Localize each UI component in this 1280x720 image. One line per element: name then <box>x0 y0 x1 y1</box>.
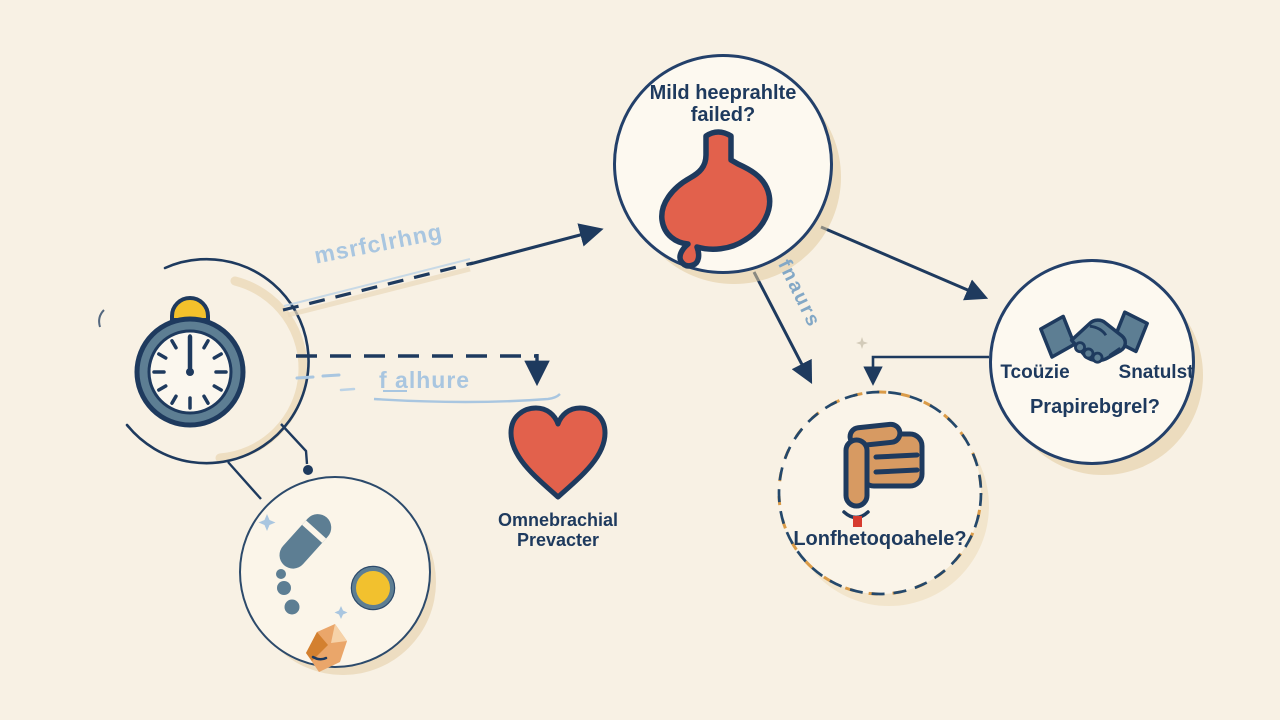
handshake-label-right: Snatulst <box>1118 362 1194 383</box>
connector-elbow <box>280 423 309 465</box>
blue-dash <box>295 375 315 380</box>
node-handshake: Tcoüzie Snatulst Prapirebgrel? <box>989 259 1195 465</box>
stopwatch-ring <box>125 257 310 465</box>
arrow-timer-to-stomach-head <box>469 223 604 266</box>
sparkle-icon <box>258 514 276 531</box>
hand-node-fill <box>779 392 981 594</box>
round-pill-icon <box>352 567 394 609</box>
pointing-hand-icon <box>842 421 925 527</box>
annotation-failure: f alhure <box>379 367 471 393</box>
sparkle-icon <box>334 606 348 619</box>
handshake-icon <box>1039 310 1149 364</box>
stomach-node-title: Mild heeprahlte failed? <box>624 82 822 126</box>
arrow-handshake-to-hand <box>863 355 989 386</box>
sketch-tick <box>98 309 105 328</box>
node-stomach: Mild heeprahlte failed? <box>613 54 833 274</box>
heart-label-line2: Prevacter <box>516 530 600 551</box>
arrow-stomach-to-hand <box>752 271 813 384</box>
heart-icon <box>508 405 608 500</box>
blue-dash <box>339 387 356 392</box>
connector-dot <box>303 465 313 475</box>
round-pill-outline <box>350 565 396 611</box>
blue-dash <box>321 373 341 378</box>
arrow-timer-to-stomach-dashed <box>282 261 474 312</box>
capsule-dot <box>277 581 291 595</box>
handshake-label-left: Tcoüzie <box>1000 362 1070 383</box>
hand-node-ring-dashed <box>777 390 983 596</box>
stomach-icon <box>659 129 773 269</box>
stomach-title-line2: failed? <box>690 103 756 126</box>
stopwatch-icon <box>134 296 246 428</box>
sparkle-icon <box>856 337 868 349</box>
arrow-shadow <box>287 266 471 318</box>
crumpled-paper-icon <box>306 624 347 672</box>
heart-node-label: Omnebrachial Prevacter <box>478 510 638 550</box>
pills-icon-group <box>258 514 396 672</box>
capsule-icon <box>279 514 332 569</box>
arrow-stomach-to-handshake <box>820 225 989 301</box>
connector-to-pills <box>227 461 262 500</box>
hand-node-label: Lonfhetoqoahele? <box>793 528 967 550</box>
heart-label-line1: Omnebrachial <box>497 510 619 530</box>
stopwatch-ring-shadow <box>215 276 308 463</box>
arrow-sketch-underlay <box>283 258 471 307</box>
blue-underline <box>373 393 561 404</box>
capsule-dot <box>276 569 286 579</box>
handshake-label-bottom: Prapirebgrel? <box>1029 396 1161 418</box>
capsule-dot <box>284 599 300 615</box>
stomach-title-line1: Mild heeprahlte <box>649 82 797 104</box>
